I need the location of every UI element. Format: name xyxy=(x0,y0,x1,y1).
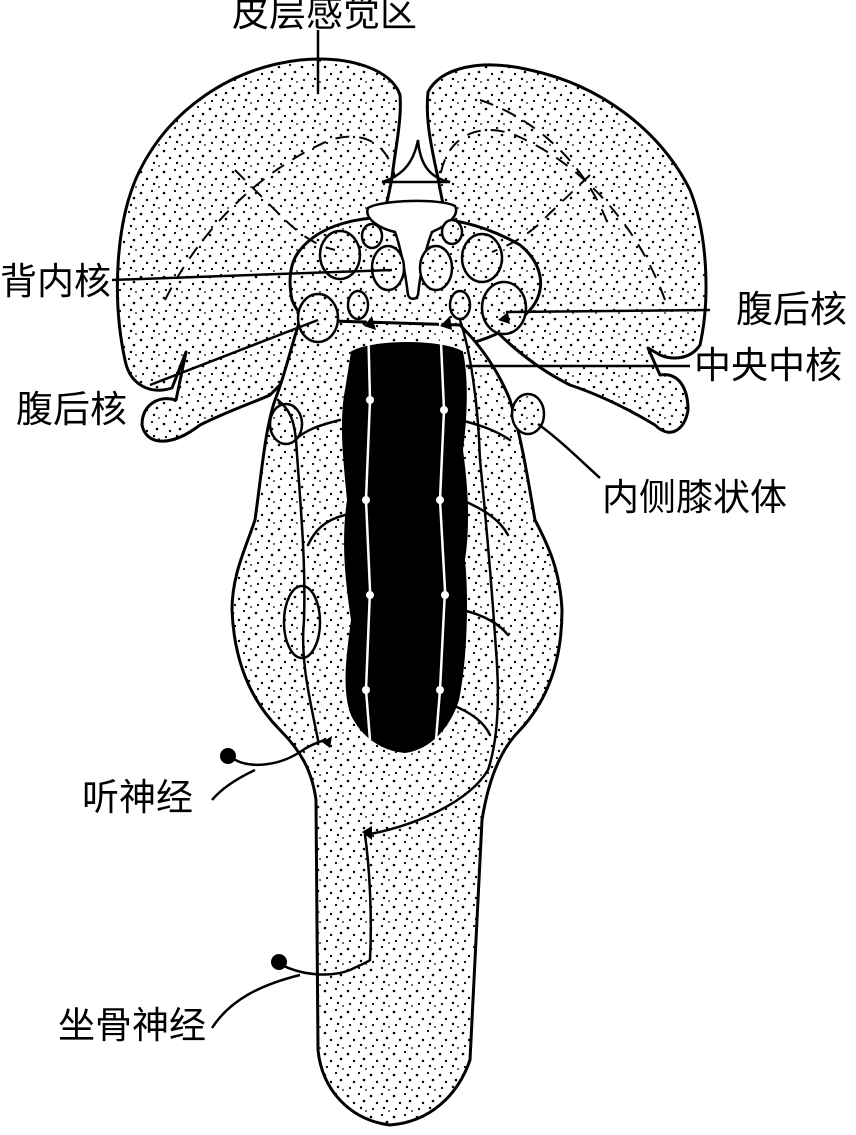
dorsomedial-nucleus-right xyxy=(460,232,504,284)
sciatic-nerve-leader xyxy=(210,973,301,1029)
central-core xyxy=(341,342,469,754)
medial-geniculate-leader xyxy=(537,422,601,479)
ventral-posterior-left-leader xyxy=(149,318,319,387)
collateral-fiber-5 xyxy=(460,608,510,637)
label-ventral-posterior-left: 腹后核 xyxy=(16,388,127,431)
third-ventricle xyxy=(366,199,458,300)
ventral-posterior-nucleus-left xyxy=(296,292,340,344)
label-auditory-nerve: 听神经 xyxy=(82,776,193,819)
brainstem-nucleus xyxy=(282,584,322,660)
sciatic-ascending-fiber xyxy=(363,318,500,837)
label-medial-geniculate: 内侧膝状体 xyxy=(602,476,787,519)
centromedian-nucleus-right xyxy=(448,289,472,321)
right-projection-arc xyxy=(439,129,666,301)
collateral-fiber-3 xyxy=(306,513,347,547)
collateral-fiber-1 xyxy=(293,418,342,442)
left-projection-arc xyxy=(164,135,396,301)
collateral-fiber-2 xyxy=(458,418,512,442)
lateral-nucleus-left xyxy=(268,402,304,446)
dorsomedial-nucleus-inner-right xyxy=(418,244,454,292)
left-white-pathway xyxy=(364,319,372,741)
right-white-pathway xyxy=(434,319,447,741)
auditory-ganglion xyxy=(220,748,236,764)
midline-notch xyxy=(381,139,451,184)
label-ventral-posterior-right: 腹后核 xyxy=(736,288,847,331)
ventral-posterior-nucleus-right xyxy=(480,280,528,336)
right-inner-projection xyxy=(491,174,591,253)
anterior-nucleus-right xyxy=(440,218,464,246)
auditory-nerve-fiber xyxy=(230,738,327,766)
centromedian-nucleus-left xyxy=(346,289,370,321)
dorsomedial-leader xyxy=(111,268,393,282)
pathway-nodes xyxy=(362,396,449,694)
dorsomedial-nucleus-inner-left xyxy=(370,244,406,292)
label-sciatic-nerve: 坐骨神经 xyxy=(58,1004,206,1047)
anterior-nucleus-left xyxy=(360,222,384,250)
ventral-posterior-right-leader xyxy=(505,308,711,314)
arrow-marks xyxy=(322,312,510,840)
label-dorsomedial-nucleus: 背内核 xyxy=(0,260,111,303)
dorsomedial-nucleus-left xyxy=(318,229,362,281)
auditory-nerve-leader xyxy=(211,768,256,801)
left-inner-projection xyxy=(234,169,336,251)
sciatic-ganglion xyxy=(271,954,287,970)
collateral-fiber-6 xyxy=(450,703,492,737)
sciatic-nerve-fiber xyxy=(278,958,372,976)
label-centromedian-nucleus: 中央中核 xyxy=(694,344,842,387)
collateral-fiber-4 xyxy=(460,498,510,537)
auditory-ascending-fiber xyxy=(276,398,320,742)
brainstem-crossing-fiber xyxy=(363,833,373,962)
medial-geniculate-body xyxy=(510,392,546,436)
label-cortex-sensory: 皮层感觉区 xyxy=(232,0,417,35)
